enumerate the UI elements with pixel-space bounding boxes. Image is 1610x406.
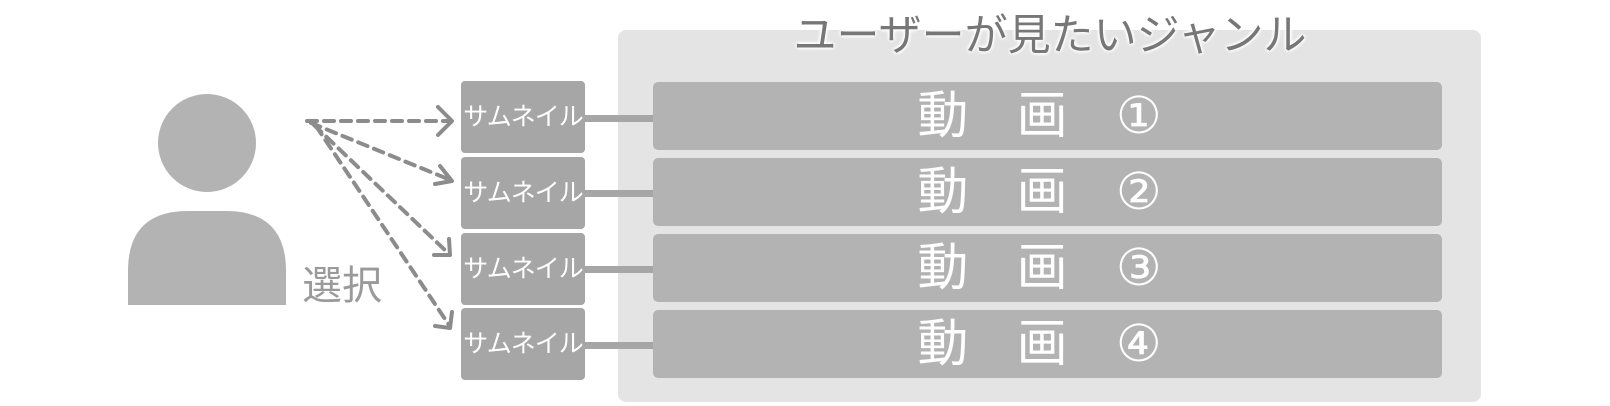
user-icon-body bbox=[128, 211, 286, 305]
video-row: 動 画 ④ bbox=[653, 310, 1442, 378]
thumbnail-connector bbox=[585, 190, 653, 197]
video-row: 動 画 ② bbox=[653, 158, 1442, 226]
thumbnail-box: サムネイル bbox=[461, 233, 585, 305]
thumbnail-box: サムネイル bbox=[461, 157, 585, 229]
dashed-arrow bbox=[314, 124, 454, 330]
dashed-arrow bbox=[309, 121, 454, 186]
select-label: 選択 bbox=[302, 263, 382, 309]
thumbnail-connector bbox=[585, 115, 653, 122]
thumbnail-connector bbox=[585, 266, 653, 273]
genre-title: ユーザーが見たいジャンル bbox=[793, 11, 1307, 61]
thumbnail-box: サムネイル bbox=[461, 308, 585, 380]
dashed-arrow bbox=[305, 105, 454, 137]
video-row: 動 画 ① bbox=[653, 82, 1442, 150]
selection-arrows bbox=[305, 105, 454, 330]
dashed-arrow bbox=[312, 123, 452, 257]
thumbnail-connector bbox=[585, 342, 653, 349]
user-icon bbox=[128, 94, 286, 305]
user-icon-head bbox=[158, 94, 256, 192]
thumbnail-box: サムネイル bbox=[461, 81, 585, 153]
video-row: 動 画 ③ bbox=[653, 234, 1442, 302]
